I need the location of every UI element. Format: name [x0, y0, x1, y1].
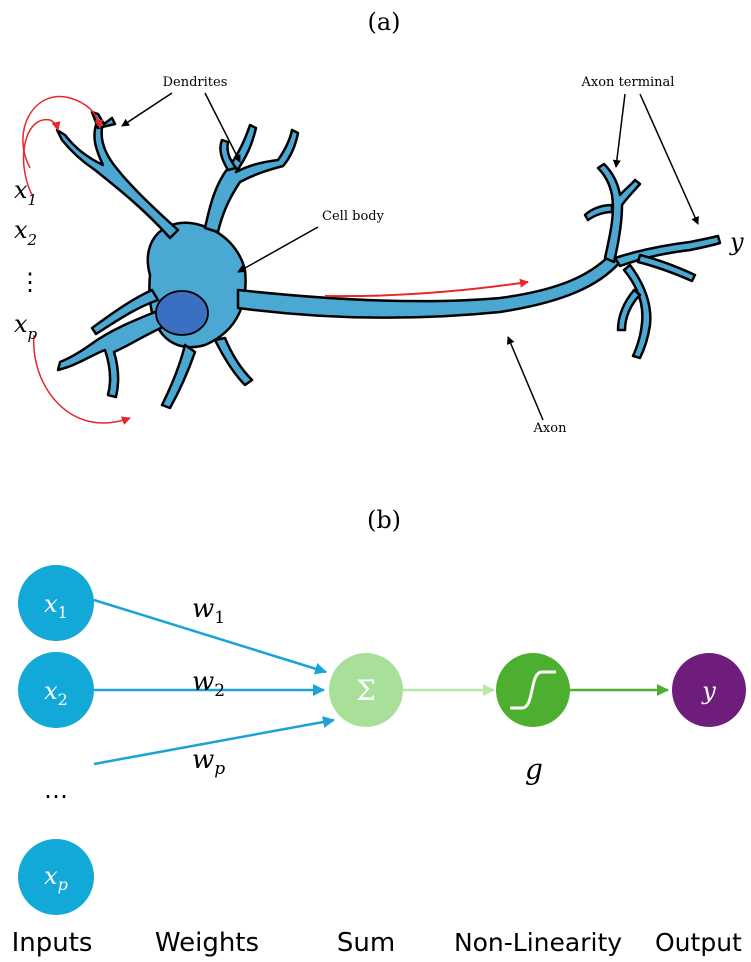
pointer-axon	[507, 336, 544, 421]
axon-shape	[236, 253, 622, 319]
panel-a-label: (a)	[367, 8, 400, 36]
neuron-illustration	[55, 110, 722, 410]
dendrite-bottom-2	[213, 336, 254, 387]
dendrite-left-mid	[90, 288, 160, 336]
nucleus-shape	[155, 290, 209, 336]
weight-w1: w1	[192, 594, 225, 628]
weight-wp: wp	[192, 745, 225, 779]
label-dendrites: Dendrites	[163, 75, 228, 90]
axon-terminal-upper-2	[583, 203, 614, 222]
input-node-x1: x1	[18, 565, 94, 641]
pointer-dendrites-right	[204, 92, 241, 163]
label-axon: Axon	[533, 421, 568, 436]
stage-label-sum: Sum	[337, 928, 395, 958]
axon-terminal-lower	[622, 263, 652, 360]
output-node: y	[672, 653, 746, 727]
input-x2: x2	[14, 216, 37, 249]
dendrite-top	[203, 123, 300, 234]
dendrite-bottom	[160, 343, 197, 410]
panel-b-label: (b)	[367, 506, 401, 534]
stage-label-output: Output	[655, 928, 742, 957]
axon-terminal-upper	[596, 162, 642, 264]
pointer-axon-terminal-left	[612, 93, 626, 168]
axon-terminal-right	[613, 234, 722, 268]
stage-labels: Inputs Weights Sum Non-Linearity Output	[12, 928, 742, 958]
nonlinearity-node	[496, 653, 570, 727]
axon-terminal-lower-2	[616, 288, 642, 332]
label-cell-body: Cell body	[322, 209, 385, 224]
perceptron-connections	[93, 598, 669, 766]
dendrite-top-branch	[219, 138, 238, 172]
dendrite-left-upper	[55, 123, 180, 240]
neuron-inputs: x1 x2 ⋮ xp	[14, 176, 42, 343]
input-node-x2: x2	[18, 652, 94, 728]
stage-label-inputs: Inputs	[12, 928, 93, 958]
stage-label-nonlinearity: Non-Linearity	[454, 928, 622, 957]
weight-w2: w2	[192, 667, 225, 701]
signal-arrow-input-1	[22, 95, 104, 169]
input-node-xp: xp	[18, 839, 94, 915]
annotation-pointers	[121, 92, 699, 421]
step-function-icon	[510, 670, 556, 710]
input-xp: xp	[14, 310, 38, 343]
svg-text:xp: xp	[44, 862, 68, 894]
input-x1: x1	[14, 176, 37, 209]
arrow-x1-to-sum	[93, 598, 327, 675]
sum-node: Σ	[329, 653, 403, 727]
signal-arrow-input-2	[22, 119, 61, 196]
svg-text:x2: x2	[44, 677, 68, 709]
signal-arrows	[22, 95, 529, 425]
arrow-xp-to-sum	[93, 716, 335, 766]
pointer-axon-terminal-right	[639, 93, 699, 225]
stage-label-weights: Weights	[155, 928, 259, 958]
pointer-cell-body	[237, 226, 319, 273]
label-axon-terminal: Axon terminal	[581, 75, 675, 90]
neuron-output-y: y	[729, 228, 744, 256]
axon-terminal-right-2	[636, 253, 697, 283]
sigma-icon: Σ	[356, 674, 376, 707]
svg-text:x1: x1	[44, 590, 68, 622]
dendrite-left-lower	[56, 308, 167, 399]
input-dots: ⋮	[18, 268, 42, 296]
weight-labels: w1 w2 wp	[192, 594, 225, 779]
nonlinearity-g: g	[525, 753, 543, 786]
svg-text:y: y	[701, 677, 716, 705]
signal-arrow-input-p	[33, 334, 131, 425]
input-ellipsis: …	[44, 776, 68, 804]
pointer-dendrites-left	[121, 92, 173, 127]
signal-arrow-axon	[324, 278, 529, 298]
